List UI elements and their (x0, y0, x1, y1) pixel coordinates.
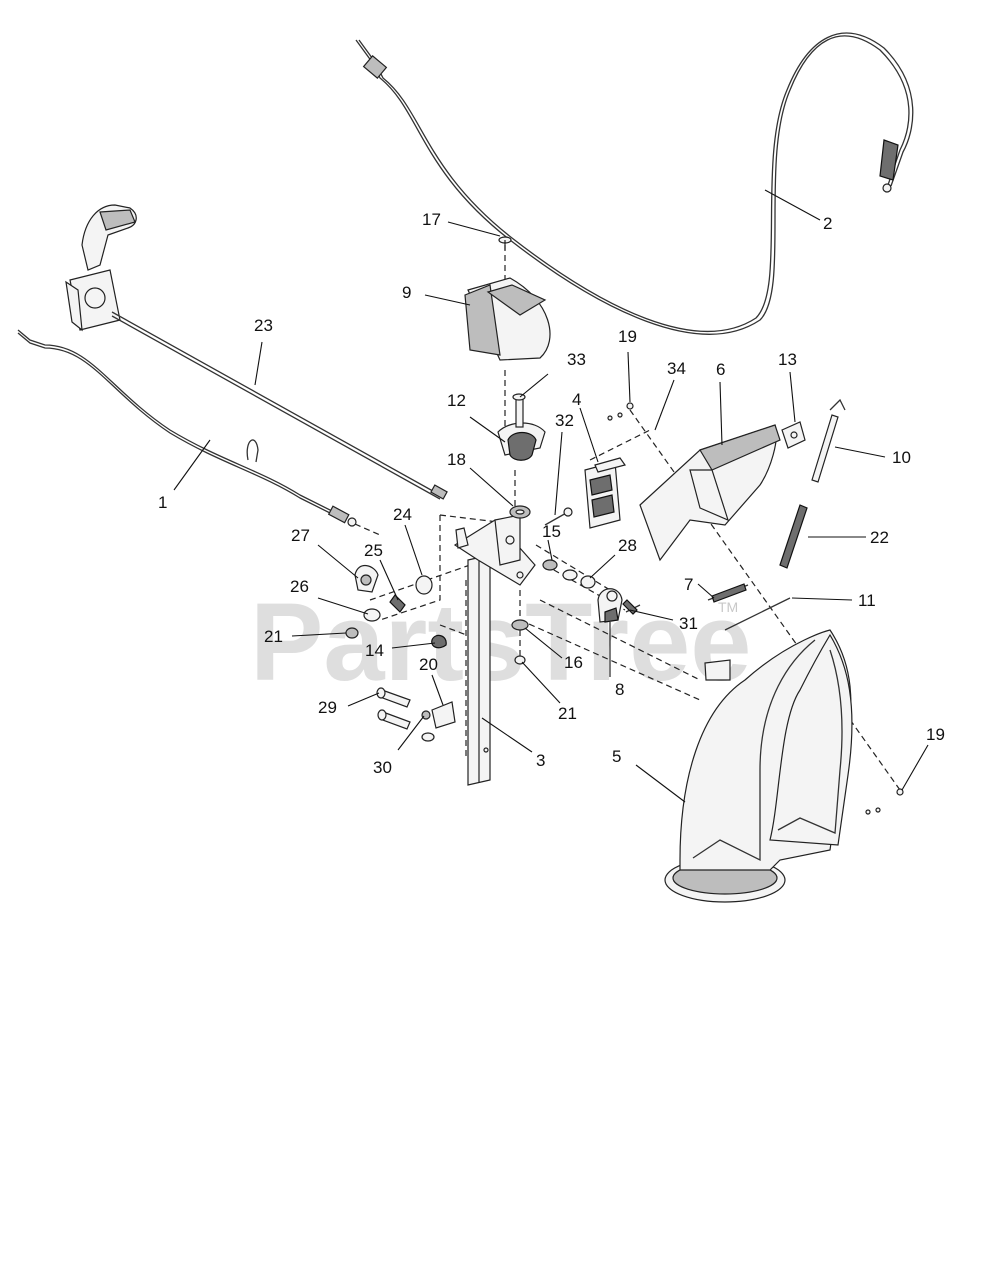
callout-20: 20 (419, 655, 438, 674)
rod-10 (811, 398, 846, 483)
callout-27: 27 (291, 526, 310, 545)
callout-11: 11 (858, 591, 876, 610)
callout-21-left: 21 (264, 627, 283, 646)
callout-19-bottom: 19 (926, 725, 945, 744)
bracket-13 (781, 421, 806, 449)
callout-2: 2 (823, 214, 832, 233)
callout-25: 25 (364, 541, 383, 560)
callout-13: 13 (778, 350, 797, 369)
washers-15-28 (542, 559, 596, 589)
bolts-29-30-bracket-20 (376, 687, 456, 742)
watermark-tm: TM (718, 599, 738, 615)
chute-shaft-3 (467, 554, 491, 786)
callout-28: 28 (618, 536, 637, 555)
pins-7-11 (707, 583, 791, 631)
callout-3: 3 (536, 751, 545, 770)
callout-24: 24 (393, 505, 412, 524)
callout-19-top: 19 (618, 327, 637, 346)
callout-22: 22 (870, 528, 889, 547)
mount-bracket (453, 514, 536, 586)
bracket-4 (584, 457, 626, 529)
callout-17: 17 (422, 210, 441, 229)
callout-4: 4 (572, 390, 581, 409)
bolt-32 (544, 507, 573, 526)
watermark-text: PartsTree (250, 581, 751, 704)
callout-14: 14 (365, 641, 384, 660)
callout-labels: 1 2 3 4 5 6 7 8 9 10 11 12 13 14 15 16 1… (158, 210, 945, 777)
callout-23: 23 (254, 316, 273, 335)
deflector-cap-9 (464, 277, 551, 361)
washer-18 (509, 505, 531, 519)
callout-10: 10 (892, 448, 911, 467)
clips-19 (607, 402, 904, 815)
left-hardware (345, 565, 447, 649)
cable-1 (17, 329, 381, 536)
callout-5: 5 (612, 747, 621, 766)
callout-15: 15 (542, 522, 561, 541)
callout-29: 29 (318, 698, 337, 717)
gear-12 (497, 422, 546, 461)
callout-18: 18 (447, 450, 466, 469)
pin-33 (512, 393, 526, 428)
chute-5 (664, 629, 853, 903)
callout-1: 1 (158, 493, 167, 512)
upper-deflector-6 (639, 424, 781, 562)
callout-31: 31 (679, 614, 698, 633)
callout-33: 33 (567, 350, 586, 369)
callout-21-right: 21 (558, 704, 577, 723)
bolt-17 (498, 236, 512, 250)
shift-handle-assembly (65, 204, 448, 500)
callout-16: 16 (564, 653, 583, 672)
callout-12: 12 (447, 391, 466, 410)
callout-9: 9 (402, 283, 411, 302)
callout-34: 34 (667, 359, 686, 378)
callout-30: 30 (373, 758, 392, 777)
watermark: PartsTree TM (250, 581, 751, 704)
callout-8: 8 (615, 680, 624, 699)
callout-7: 7 (684, 575, 693, 594)
chute-cable-2 (355, 32, 914, 335)
washer-16-nut-21 (511, 619, 529, 665)
spring-22 (779, 504, 808, 569)
callout-26: 26 (290, 577, 309, 596)
leader-lines (173, 189, 929, 803)
callout-32: 32 (555, 411, 574, 430)
callout-6: 6 (716, 360, 725, 379)
